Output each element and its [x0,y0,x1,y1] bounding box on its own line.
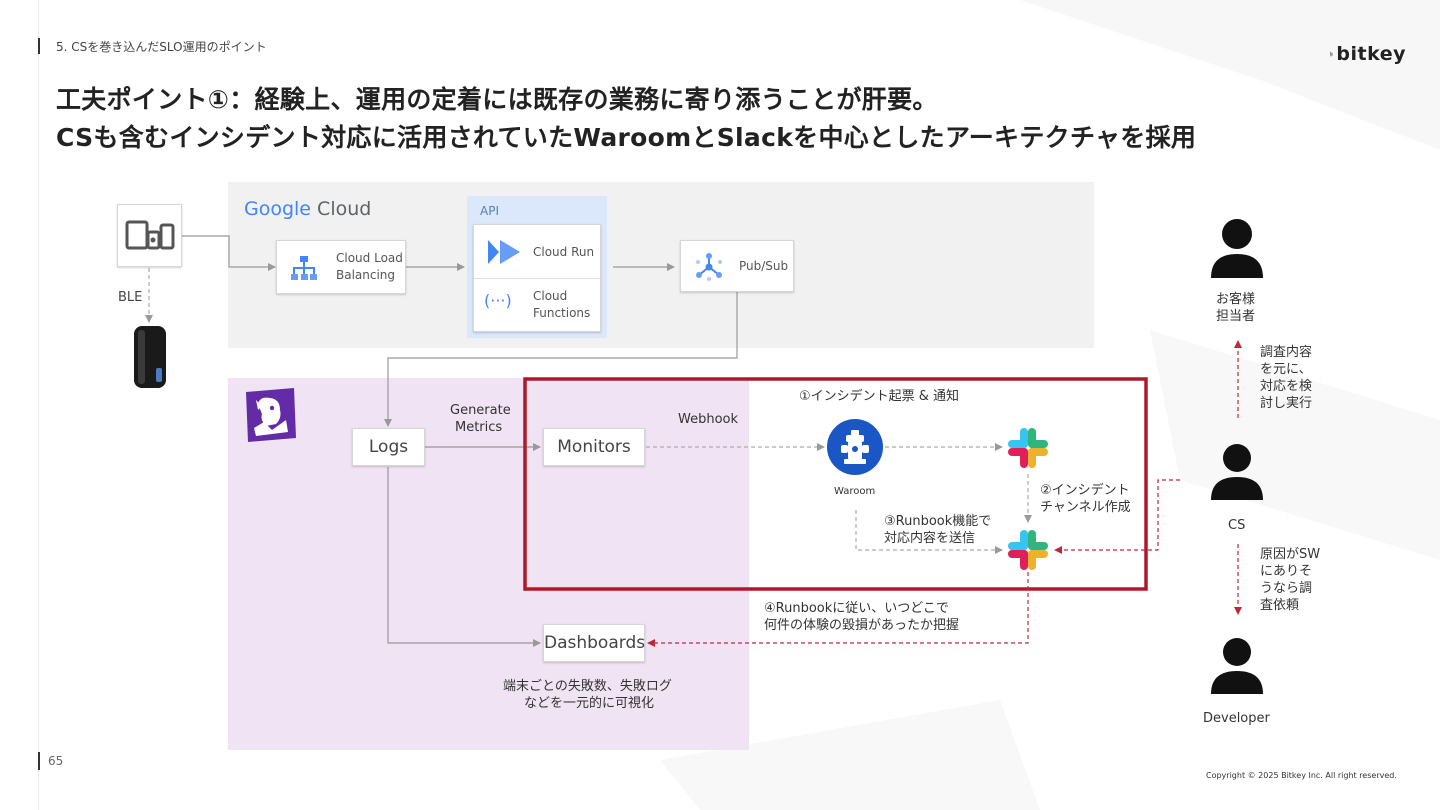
bitkey-logo-mark-icon [1330,51,1334,57]
waroom-label: Waroom [834,486,876,497]
page-number-marker [38,752,40,770]
logo-text: bitkey [1336,43,1406,65]
dashboards-label: Dashboards [544,633,646,653]
waroom-icon [827,419,883,475]
copyright: Copyright © 2025 Bitkey Inc. All right r… [1206,771,1397,780]
page-title-line-2: CSも含むインシデント対応に活用されていたWaroomとSlackを中心としたア… [56,123,1197,152]
to-customer-note-3: 対応を検 [1260,379,1313,394]
customer-label-2: 担当者 [1216,309,1256,324]
dashboard-note-1: 端末ごとの失敗数、失敗ログ [503,679,672,694]
device-node [117,204,182,267]
developer-label: Developer [1203,711,1270,726]
step3-label-1: ③Runbook機能で [884,514,992,529]
cloud-functions-label-1: Cloud [533,289,568,303]
step2-label-2: チャンネル作成 [1040,500,1131,515]
slack-channel-icon [1008,530,1048,570]
load-balancing-label-2: Balancing [336,268,396,282]
page-number: 65 [48,754,64,768]
smart-lock-icon [134,326,166,388]
to-developer-note-4: 査依頼 [1260,598,1300,613]
to-customer-note-4: 討し実行 [1260,396,1313,411]
cloud-run-icon [488,240,520,264]
google-cloud-logo: Google Cloud [244,198,371,220]
cloud-functions-icon: (···) [484,291,512,310]
dashboard-note-2: などを一元的に可視化 [524,696,655,711]
customer-person-icon [1211,219,1263,278]
to-customer-note-2: を元に、 [1260,362,1312,377]
to-customer-note-1: 調査内容 [1260,345,1313,360]
pubsub-node: Pub/Sub [680,240,794,292]
monitors-node: Monitors [543,428,645,466]
to-developer-note-3: うなら調 [1260,581,1313,596]
devices-icon [125,220,175,250]
incident-scope-frame [523,377,1148,591]
pubsub-label: Pub/Sub [739,259,789,273]
datadog-icon [246,388,296,442]
load-balancing-label-1: Cloud Load [336,251,403,265]
cs-label: CS [1228,518,1246,533]
breadcrumb: 5. CSを巻き込んだSLO運用のポイント [56,40,267,54]
cloud-load-balancing-node: Cloud Load Balancing [276,240,406,294]
breadcrumb-marker [38,38,40,54]
cloud-wordmark: Cloud [311,198,372,220]
customer-label-1: お客様 [1216,292,1256,307]
step4-label-2: 何件の体験の毀損があったか把握 [764,618,960,633]
webhook-label: Webhook [678,412,739,427]
generate-metrics-label-1: Generate [450,403,511,418]
logs-node: Logs [352,428,425,466]
slack-icon [1008,428,1048,468]
developer-person-icon [1211,638,1263,694]
load-balancer-icon [291,256,317,280]
google-wordmark: Google [244,198,312,220]
cs-person-icon [1211,444,1263,500]
generate-metrics-label-2: Metrics [455,420,503,435]
dashboards-node: Dashboards [543,624,645,662]
to-developer-note-2: にありそ [1260,564,1313,579]
cloud-functions-label-2: Functions [533,306,591,320]
compute-divider [474,278,600,279]
step4-label-1: ④Runbookに従い、いつどこで [764,601,949,616]
monitors-label: Monitors [557,437,631,457]
step2-label-1: ②インシデント [1040,483,1130,498]
compute-node: Cloud Run (···) Cloud Functions [473,224,601,332]
pubsub-icon [696,253,722,281]
logs-label: Logs [368,437,409,457]
ble-label: BLE [118,290,143,305]
step3-label-2: 対応内容を送信 [884,531,976,546]
to-developer-note-1: 原因がSW [1260,547,1321,562]
api-label: API [480,204,499,218]
datadog-region [228,378,749,750]
cloud-run-label: Cloud Run [533,245,595,259]
step1-label: ①インシデント起票 & 通知 [799,389,960,404]
page-title-line-1: 工夫ポイント①：経験上、運用の定着には既存の業務に寄り添うことが肝要。 [56,85,938,114]
left-margin-rule [38,0,39,810]
bitkey-logo: bitkey [1330,40,1406,68]
